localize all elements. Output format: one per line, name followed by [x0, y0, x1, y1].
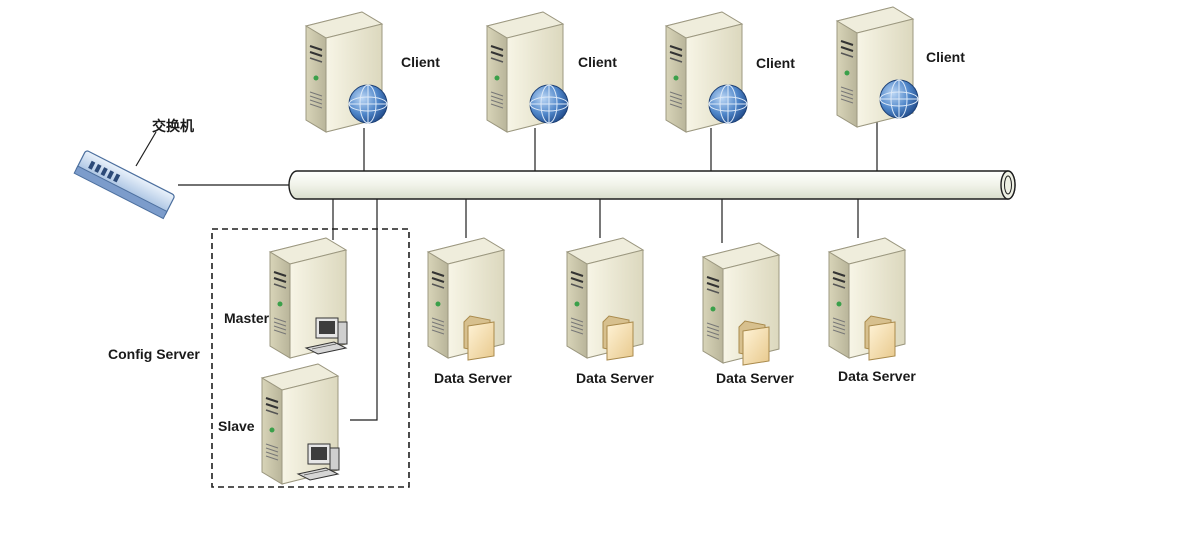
server-tower-icon [261, 363, 339, 485]
config-server-label: Config Server [108, 346, 200, 362]
client-server-4 [836, 6, 919, 128]
folder-icon [864, 315, 896, 361]
client-label-4: Client [926, 49, 965, 65]
data-server-1 [427, 237, 505, 361]
data-server-label-4: Data Server [838, 368, 916, 384]
slave-connector [350, 199, 378, 421]
master-label: Master [224, 310, 270, 326]
bus-end-hole [1004, 175, 1012, 195]
globe-icon [708, 84, 748, 124]
switch-port [94, 163, 102, 173]
switch-label: 交换机 [152, 118, 194, 134]
switch-base [73, 165, 168, 220]
data-server-label-2: Data Server [576, 370, 654, 386]
switch-port [106, 170, 115, 180]
network-switch-icon [73, 150, 175, 220]
server-tower-icon [269, 237, 347, 359]
master-config-server [269, 237, 348, 359]
data-server-label-1: Data Server [434, 370, 512, 386]
globe-icon [879, 79, 919, 119]
data-server-3 [702, 242, 780, 366]
client-server-3 [665, 11, 748, 133]
data-server-label-3: Data Server [716, 370, 794, 386]
folder-icon [602, 315, 634, 361]
slave-config-server [261, 363, 340, 485]
config-server-group-box [211, 228, 410, 488]
switch-label-leader [135, 131, 157, 167]
bus-end-cap [1000, 170, 1016, 200]
folder-icon [463, 315, 495, 361]
switch-port [100, 167, 108, 177]
folder-icon [738, 320, 770, 366]
client-label-2: Client [578, 54, 617, 70]
switch-body [75, 150, 175, 217]
client-label-3: Client [756, 55, 795, 71]
globe-icon [348, 84, 388, 124]
bus-body [288, 170, 1016, 200]
globe-icon [529, 84, 569, 124]
slave-label: Slave [218, 418, 255, 434]
data-server-2 [566, 237, 644, 361]
switch-port [113, 173, 121, 183]
client-label-1: Client [401, 54, 440, 70]
client-server-2 [486, 11, 569, 133]
data-server-4 [828, 237, 906, 361]
switch-port [88, 160, 96, 170]
network-bus-cable [288, 170, 1016, 200]
client-server-1 [305, 11, 388, 133]
